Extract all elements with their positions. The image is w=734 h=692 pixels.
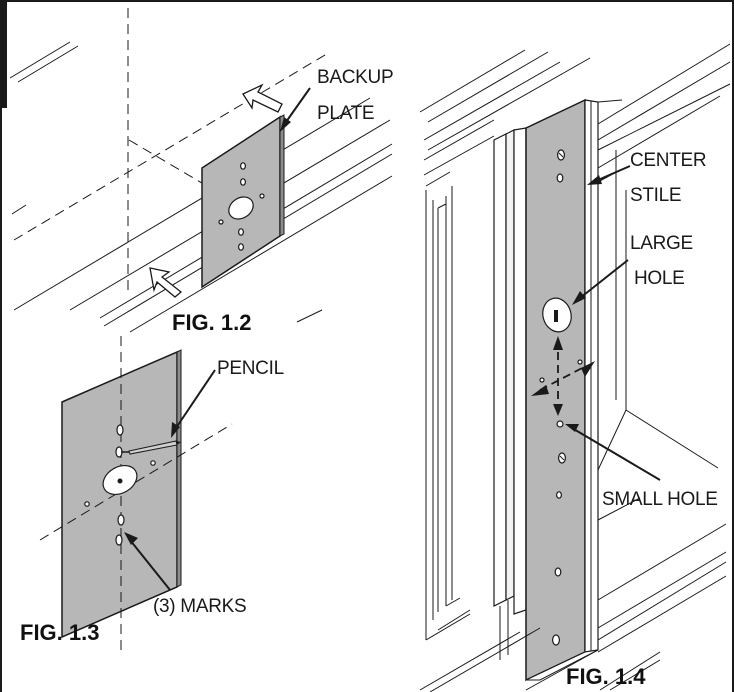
label-pencil: PENCIL xyxy=(217,358,284,379)
label-small-hole: SMALL HOLE xyxy=(602,489,718,510)
fig-1-3-caption: FIG. 1.3 xyxy=(20,620,99,645)
label-marks: (3) MARKS xyxy=(153,596,246,617)
figure-1-4: CENTER STILE LARGE HOLE SMALL HOLE FIG. … xyxy=(419,43,731,692)
fig-1-4-caption: FIG. 1.4 xyxy=(566,664,646,689)
direction-arrow xyxy=(242,83,283,113)
label-large: LARGE xyxy=(630,233,693,254)
fig-1-2-caption: FIG. 1.2 xyxy=(172,310,251,335)
small-hole xyxy=(556,420,564,428)
label-hole: HOLE xyxy=(634,268,685,289)
plate-center-hole xyxy=(228,196,254,220)
pencil-icon xyxy=(121,440,181,455)
label-center: CENTER xyxy=(630,150,706,171)
center-stile-plate xyxy=(525,98,586,682)
figure-1-3: PENCIL (3) MARKS FIG. 1.3 xyxy=(20,336,284,650)
label-stile: STILE xyxy=(630,185,681,206)
direction-arrow xyxy=(149,267,183,298)
figure-1-2: BACKUP PLATE FIG. 1.2 xyxy=(9,8,394,335)
label-plate: PLATE xyxy=(317,103,374,124)
page-tab-marker xyxy=(0,0,7,108)
label-backup: BACKUP xyxy=(317,67,393,88)
dashed-cross-arrows xyxy=(531,336,595,416)
